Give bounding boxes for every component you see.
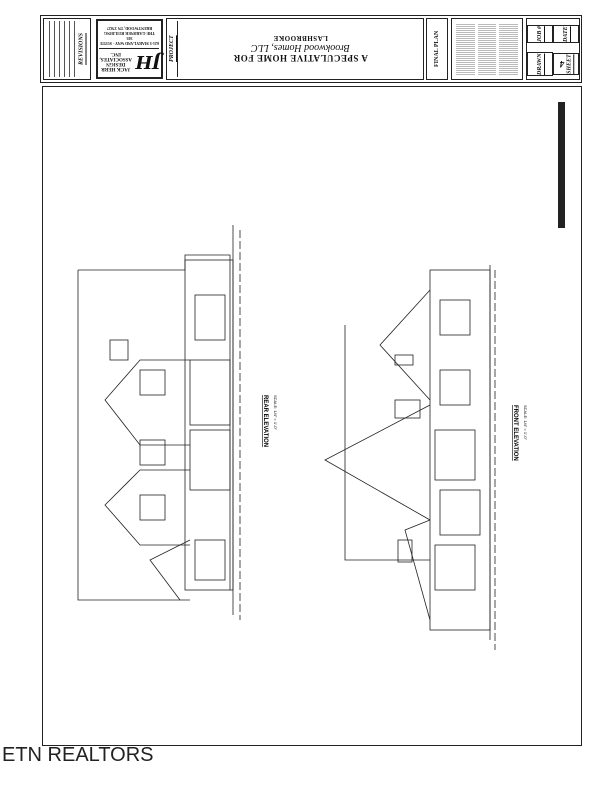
rear-elevation-label: REAR ELEVATION bbox=[262, 395, 268, 447]
front-elevation-scale: SCALE: 1/4" = 1'-0" bbox=[523, 405, 528, 440]
rear-elevation bbox=[77, 225, 241, 620]
notes-box bbox=[451, 18, 523, 80]
front-elevation-label: FRONT ELEVATION bbox=[512, 405, 518, 461]
firm-box: JH JACK HERR DESIGN ASSOCIATES, INC. 621… bbox=[96, 19, 163, 79]
sheet-info-box: SHEET 4 DRAWN DATE JOB # bbox=[526, 18, 580, 80]
drawing-frame bbox=[42, 86, 582, 746]
title-block: REVISIONS JH JACK HERR DESIGN ASSOCIATES… bbox=[40, 15, 582, 83]
drawing-labels: REAR ELEVATION SCALE: 1/4" = 1'-0" FRONT… bbox=[262, 395, 528, 461]
status-box: FINAL PLAN bbox=[426, 18, 448, 80]
revisions-box: REVISIONS bbox=[43, 18, 91, 80]
rear-elevation-scale: SCALE: 1/4" = 1'-0" bbox=[273, 395, 278, 430]
project-box: A SPECULATIVE HOME FOR Brookwood Homes, … bbox=[166, 18, 424, 80]
watermark: ETN REALTORS bbox=[2, 744, 154, 766]
copyright-strip bbox=[558, 102, 565, 228]
front-elevation bbox=[324, 265, 496, 650]
